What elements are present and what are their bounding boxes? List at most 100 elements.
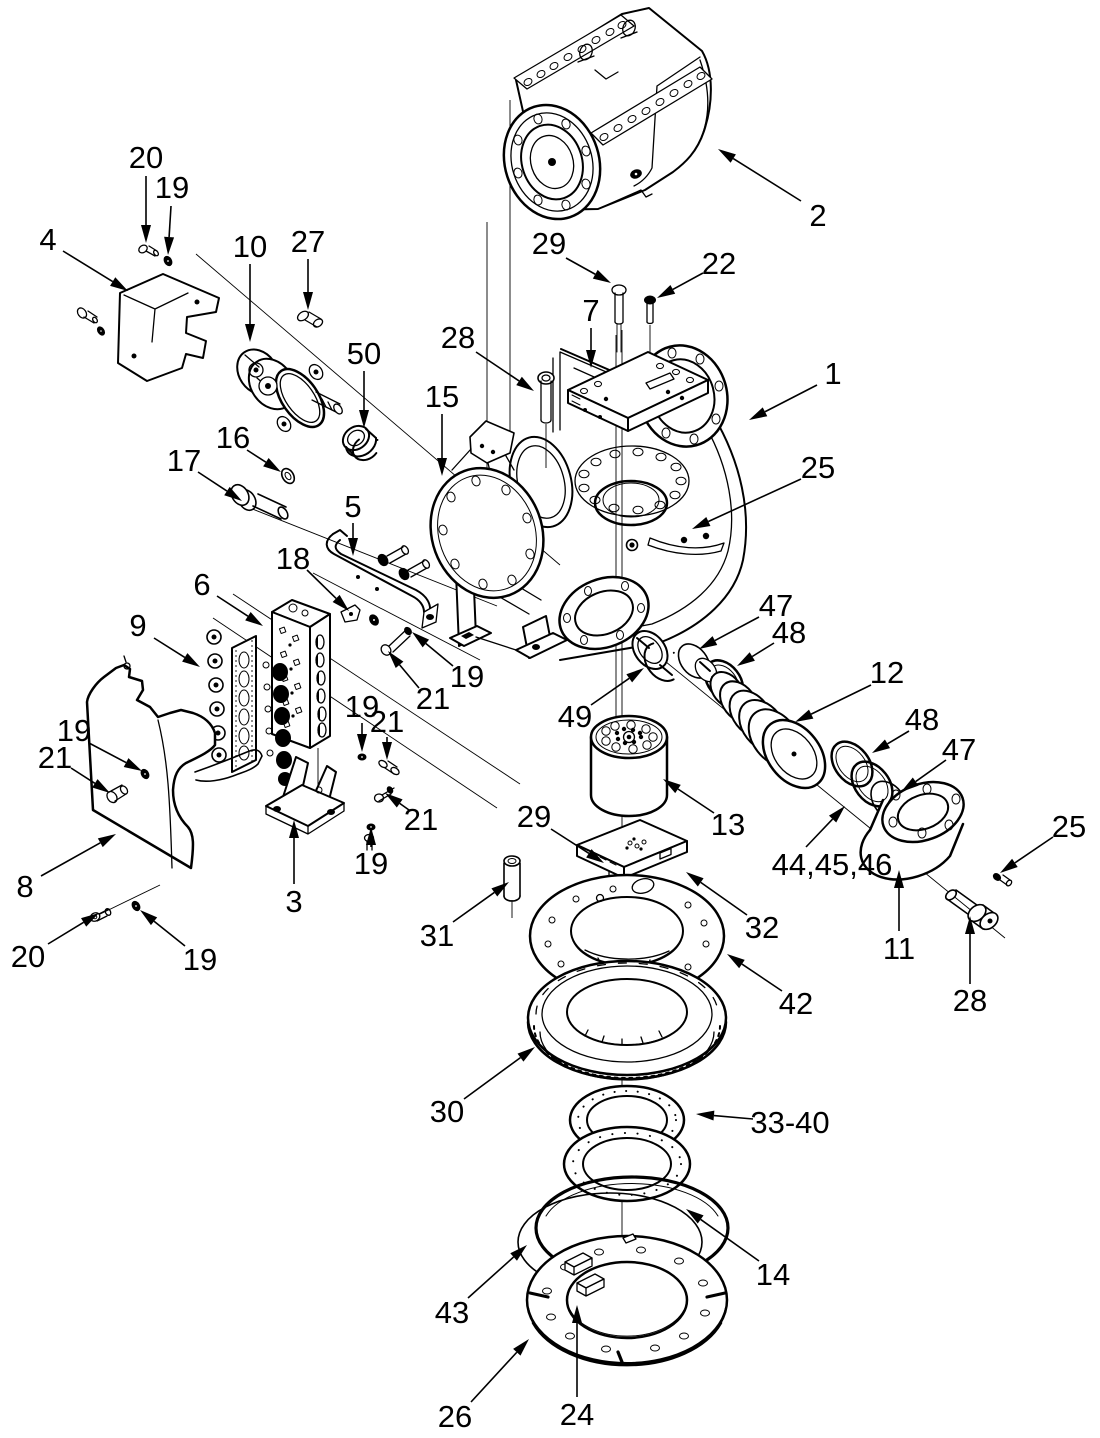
part-number-label: 19 [345,689,379,724]
washer-19-top [163,255,173,267]
part-number-label: 19 [354,846,388,881]
coupling-11 [859,780,965,881]
callout-21: 21 [385,793,438,837]
callout-42: 42 [727,954,813,1021]
callout-49: 49 [558,668,644,734]
callout-21: 21 [370,704,404,760]
callout-28: 28 [953,916,987,1018]
callout-19: 19 [155,170,189,255]
bottom-boss [558,575,650,651]
callout-31: 31 [420,882,509,953]
washer-16 [280,467,296,485]
bracket-washer-b [96,326,106,336]
part-number-label: 48 [905,702,939,737]
callout-29: 29 [532,226,611,283]
part-number-label: 17 [167,443,201,478]
manifold-block [271,599,331,788]
part-number-label: 27 [291,224,325,259]
solenoid-knobs [206,629,227,763]
part-number-label: 20 [11,939,45,974]
washer-19-left [140,768,150,780]
callout-27: 27 [291,224,325,310]
callout-4: 4 [39,222,128,291]
part-number-label: 10 [233,229,267,264]
callout-13: 13 [663,779,745,842]
lifting-lugs [577,19,638,80]
callout-14: 14 [686,1209,790,1292]
callout-25: 25 [1000,809,1086,873]
part-number-label: 1 [824,356,841,391]
part-number-label: 19 [183,942,217,977]
support-arm [451,420,515,481]
callout-10: 10 [233,229,267,342]
bolt-22 [644,295,656,325]
center-bolt-circle [574,445,690,552]
part-number-label: 8 [16,869,33,904]
callout-11: 11 [883,870,915,966]
part-number-label: 47 [942,732,976,767]
part-number-label: 18 [276,541,310,576]
part-number-label: 9 [129,608,146,643]
pin-21-a [378,759,400,776]
part-number-label: 29 [532,226,566,261]
callout-1: 1 [749,356,842,420]
part-number-label: 21 [370,704,404,739]
cover-plate [85,655,263,870]
callout-9: 9 [129,608,200,667]
part-number-label: 24 [560,1397,594,1432]
callout-15: 15 [425,379,459,476]
callout-2: 2 [718,149,827,233]
construction-lines [87,100,1006,1298]
part-number-label: 49 [558,699,592,734]
bolt-rail-holes-right [599,72,706,141]
part-number-label: 33-40 [750,1105,829,1140]
dowel-pin-29-top [611,284,627,353]
callout-20: 20 [129,140,163,243]
callout-19: 19 [57,713,142,771]
part-number-label: 25 [1052,809,1086,844]
worm-wheel-30 [526,959,728,1081]
part-number-label: 48 [772,615,806,650]
screw-21-left [106,784,129,804]
bolt-31 [503,855,521,902]
callout-43: 43 [435,1245,527,1330]
part-number-label: 11 [883,931,915,966]
callout-21: 21 [388,651,450,716]
part-number-label: 19 [450,659,484,694]
callout-30: 30 [430,1047,535,1129]
spacer-bushing-50 [341,424,381,462]
shaft-bellows-12 [694,657,827,790]
solenoid-valve-bank [206,629,292,786]
part-number-label: 4 [39,222,56,257]
set-screw-25-b [702,532,710,540]
part-number-label: 19 [57,713,91,748]
part-number-label: 15 [425,379,459,414]
part-number-label: 3 [285,884,302,919]
solenoid-coils [262,661,292,786]
mounting-bracket-4 [117,273,220,382]
mounting-bracket-3 [265,756,345,835]
callout-21: 21 [38,740,110,793]
callout-32: 32 [686,872,779,945]
part-number-label: 50 [347,336,381,371]
pilot-pump [236,348,343,433]
part-number-label: 16 [216,420,250,455]
part-number-label: 19 [155,170,189,205]
part-number-label: 20 [129,140,163,175]
part-number-label: 21 [416,681,450,716]
part-number-label: 43 [435,1295,469,1330]
hex-bolt-17 [230,483,289,520]
part-number-label: 26 [438,1399,472,1434]
part-number-label: 28 [953,983,987,1018]
callout-48: 48 [872,702,939,753]
callout-3: 3 [285,820,303,919]
part-number-label: 32 [745,910,779,945]
washer-19-a [357,753,367,761]
part-number-label: 44,45,46 [772,847,893,882]
bolt-19-c [380,626,412,656]
part-number-label: 25 [801,450,835,485]
mounting-slot [647,532,725,555]
retainer-plate-42 [528,873,726,999]
callout-18: 18 [276,541,349,611]
